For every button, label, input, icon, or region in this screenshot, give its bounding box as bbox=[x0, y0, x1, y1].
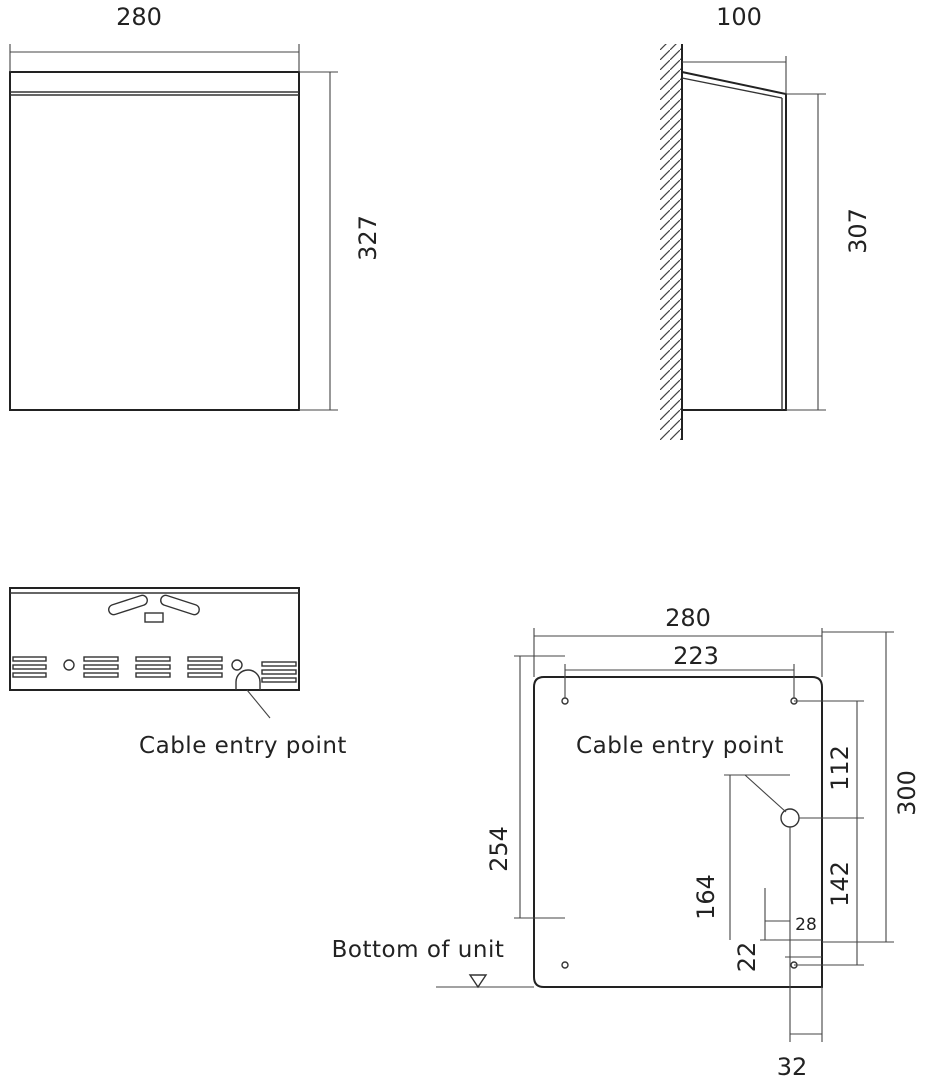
bottom-cable-entry bbox=[235, 669, 261, 690]
vent-grilles bbox=[12, 656, 297, 683]
bottom-cable-entry-label: Cable entry point bbox=[139, 733, 347, 759]
side-outline bbox=[681, 70, 787, 411]
rear-cable-entry-label: Cable entry point bbox=[576, 733, 784, 759]
rear-height-label: 300 bbox=[893, 770, 921, 816]
rear-cable-entry bbox=[780, 808, 800, 828]
bottom-offset-label: 22 bbox=[733, 942, 761, 973]
bottom-marker-icon bbox=[468, 974, 488, 989]
small-offset-label: 28 bbox=[795, 915, 817, 935]
side-depth-label: 100 bbox=[716, 3, 762, 31]
bottom-hole-right bbox=[231, 659, 243, 671]
bottom-leader-line bbox=[246, 689, 271, 719]
mount-hole-top-left bbox=[561, 697, 569, 705]
front-height-label: 327 bbox=[354, 215, 382, 261]
rear-outline bbox=[533, 676, 823, 988]
bottom-outline bbox=[9, 587, 300, 691]
front-view: 280 327 bbox=[9, 3, 382, 411]
bottom-of-unit-label: Bottom of unit bbox=[332, 937, 505, 963]
front-outline bbox=[9, 71, 300, 411]
rear-width-label: 280 bbox=[665, 604, 711, 632]
low-height-label: 164 bbox=[692, 874, 720, 920]
bottom-label-plate bbox=[144, 612, 164, 623]
cable-height-label: 142 bbox=[826, 861, 854, 907]
cable-side-label: 32 bbox=[777, 1053, 808, 1081]
rear-view: Cable entry point 280 223 300 112 142 25… bbox=[332, 604, 921, 1081]
hole-to-cable-label: 112 bbox=[826, 745, 854, 791]
mount-hole-bottom-left bbox=[561, 961, 569, 969]
slot-right bbox=[160, 594, 200, 616]
hole-spacing-label: 223 bbox=[673, 642, 719, 670]
slot-left bbox=[108, 594, 148, 616]
bottom-view: Cable entry point bbox=[9, 587, 347, 759]
left-height-label: 254 bbox=[485, 826, 513, 872]
rear-leader-line bbox=[744, 774, 787, 813]
front-width-label: 280 bbox=[116, 3, 162, 31]
bottom-hole-left bbox=[63, 659, 75, 671]
wall-hatching bbox=[660, 44, 682, 440]
side-height-label: 307 bbox=[844, 208, 872, 254]
side-view: 100 307 bbox=[660, 3, 872, 440]
